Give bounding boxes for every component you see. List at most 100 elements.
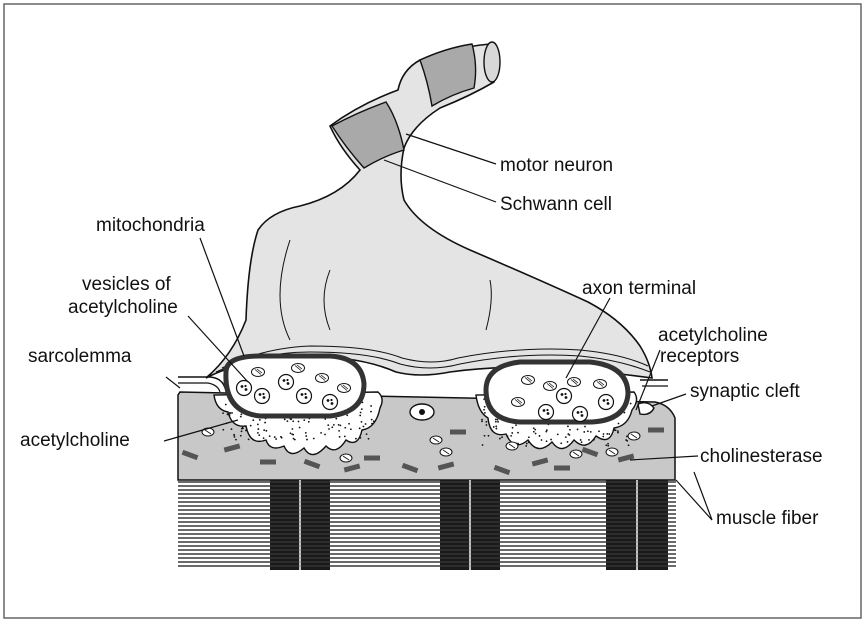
label-synaptic-cleft: synaptic cleft xyxy=(690,381,801,402)
ach-dot xyxy=(580,439,582,441)
ach-dot xyxy=(545,431,547,433)
ach-dot xyxy=(265,430,267,432)
vesicle-content xyxy=(561,393,564,396)
ach-dot xyxy=(235,439,237,441)
vesicle xyxy=(297,389,312,404)
vesicle-content xyxy=(286,379,288,381)
ach-dot xyxy=(539,435,541,437)
label-sarcolemma: sarcolemma xyxy=(28,346,132,367)
label-vesicles-line2: acetylcholine xyxy=(68,297,178,318)
ach-dot xyxy=(292,428,294,430)
ach-dot xyxy=(608,433,610,435)
ach-dot xyxy=(495,419,497,421)
label-axon-terminal: axon terminal xyxy=(582,278,696,299)
ach-dot xyxy=(488,435,490,437)
ach-dot xyxy=(577,429,579,431)
ach-dot xyxy=(240,435,242,437)
vesicle xyxy=(279,375,294,390)
ach-dot xyxy=(313,438,315,440)
ach-dot xyxy=(339,425,341,427)
ach-dot xyxy=(362,426,364,428)
ach-dot xyxy=(486,424,488,426)
ach-dot xyxy=(499,438,501,440)
vesicle xyxy=(323,395,338,410)
ach-dot xyxy=(497,421,499,423)
vesicle-content xyxy=(327,399,330,402)
ach-dot xyxy=(280,436,282,438)
ach-dot xyxy=(484,412,486,414)
ach-dot xyxy=(528,441,530,443)
vesicle xyxy=(599,395,614,410)
ach-dot xyxy=(335,418,337,420)
vesicle-content xyxy=(287,382,290,385)
label-acetylcholine: acetylcholine xyxy=(20,430,130,451)
ach-dot xyxy=(584,426,586,428)
ach-dot xyxy=(355,438,357,440)
ach-dot xyxy=(605,444,607,446)
vesicle-content xyxy=(607,402,610,405)
ach-dot xyxy=(259,419,261,421)
ach-dot xyxy=(495,428,497,430)
ach-dot xyxy=(495,425,497,427)
ach-dot xyxy=(607,443,609,445)
ach-dot xyxy=(233,434,235,436)
ach-dot xyxy=(371,423,373,425)
cholinesterase-mark xyxy=(648,428,664,433)
vesicle-content xyxy=(259,393,262,396)
ach-dot xyxy=(248,438,250,440)
ach-dot xyxy=(291,433,293,435)
ach-dot xyxy=(269,435,271,437)
ach-dot xyxy=(284,419,286,421)
label-ach-receptors-line2: receptors xyxy=(660,346,739,367)
ach-dot xyxy=(263,437,265,439)
ach-dot xyxy=(581,441,583,443)
ach-dot xyxy=(481,419,483,421)
vesicle-content xyxy=(330,399,332,401)
ach-dot xyxy=(603,433,605,435)
ach-dot xyxy=(242,427,244,429)
vesicle-content xyxy=(581,414,584,417)
vesicle-content xyxy=(580,411,582,413)
ach-dot xyxy=(567,425,569,427)
ach-dot xyxy=(359,415,361,417)
ach-dot xyxy=(560,442,562,444)
ach-dot xyxy=(368,438,370,440)
ach-dot xyxy=(593,439,595,441)
ach-dot xyxy=(287,420,289,422)
vesicle xyxy=(237,381,252,396)
label-mitochondria: mitochondria xyxy=(96,215,205,236)
ach-dot xyxy=(299,427,301,429)
ach-dot xyxy=(294,439,296,441)
ach-dot xyxy=(485,421,487,423)
ach-dot xyxy=(338,430,340,432)
ach-dot xyxy=(225,404,227,406)
ach-dot xyxy=(557,434,559,436)
ach-dot xyxy=(360,412,362,414)
ach-dot xyxy=(328,428,330,430)
label-cholinesterase: cholinesterase xyxy=(700,446,823,467)
ach-dot xyxy=(614,429,616,431)
ach-dot xyxy=(373,420,375,422)
ach-dot xyxy=(495,421,497,423)
ach-dot xyxy=(305,435,307,437)
label-motor-neuron: motor neuron xyxy=(500,155,613,176)
vesicle-content xyxy=(301,393,304,396)
ach-dot xyxy=(501,436,503,438)
ach-dot xyxy=(482,444,484,446)
ach-dot xyxy=(257,428,259,430)
vesicle xyxy=(255,389,270,404)
vesicle-content xyxy=(543,409,546,412)
ach-dot xyxy=(348,423,350,425)
ach-dot xyxy=(290,432,292,434)
ach-dot xyxy=(359,427,361,429)
ach-dot xyxy=(241,430,243,432)
vesicle-content xyxy=(603,399,606,402)
label-ach-receptors-line1: acetylcholine xyxy=(658,325,768,346)
ach-dot xyxy=(344,427,346,429)
ach-dot xyxy=(245,430,247,432)
vesicle-content xyxy=(547,412,550,415)
vesicle-content xyxy=(331,402,334,405)
ach-dot xyxy=(252,419,254,421)
vesicle-content xyxy=(263,396,266,399)
ach-dot xyxy=(602,436,604,438)
